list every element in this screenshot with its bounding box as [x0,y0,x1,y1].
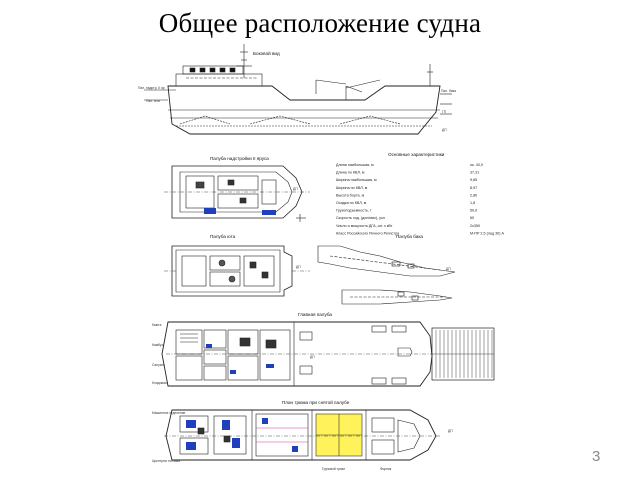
spec-value: 8,97 [470,186,477,190]
svg-text:Каюта: Каюта [152,323,162,327]
spec-name: Класс Российского Речного Регистра [336,231,400,235]
svg-text:ГП: ГП [442,110,447,114]
spec-value: 1,8 [470,201,475,205]
svg-text:Пал. бака: Пал. бака [441,89,456,93]
spec-name: Длина наибольшая, м [336,163,374,167]
spec-name: Осадка по КВЛ, м [336,201,367,205]
bridge-deck-plan: Палуба надстройки II яруса ДП [164,155,310,222]
svg-text:ДП: ДП [446,267,451,271]
dp-mark: ДП [442,128,447,132]
upper-deck-plan: Палуба юта ДП [164,234,310,297]
side-view: Боковой вид [138,44,456,135]
svg-text:Пал. надстр. II яр: Пал. надстр. II яр [138,86,165,90]
svg-text:Камбуз: Камбуз [152,343,163,347]
ramp-grating [432,330,494,378]
spec-name: Длина по КВЛ, м [336,171,365,175]
svg-text:ДП: ДП [293,187,298,191]
slide-title: Общее расположение судна [158,8,482,38]
spec-name: Ширина по КВЛ, м [336,186,368,190]
spec-name: Ширина наибольшая, м [336,178,377,182]
spec-name: Скорость ход. (доп/мах), узл [336,216,385,220]
spec-value: 2,80 [470,193,477,197]
svg-text:Санузел: Санузел [152,363,165,367]
spec-name: Число и мощность ДГА, шт. х кВт [336,224,393,228]
main-deck-plan: Главная палуба ДП [152,312,495,387]
svg-text:ДП: ДП [448,429,453,433]
tank-deck-plan: Палуба бака ДП [317,234,456,305]
hold-plan-label: План трюма при снятой палубе [282,399,350,405]
upper-deck-label: Палуба юта [210,234,236,239]
spec-value: М-ПР 2,5 (лед 30) А [470,231,504,235]
side-view-label: Боковой вид [253,50,280,56]
svg-text:Цистерна топлива: Цистерна топлива [152,459,180,463]
page-number: 3 [592,448,601,465]
spec-name: Высота борта, м [336,193,365,197]
svg-text:Кладовая: Кладовая [152,381,167,385]
svg-text:Машинное отделение: Машинное отделение [152,411,186,415]
spec-name: Грузоподъемность, т [336,209,372,213]
bridge-deck-label: Палуба надстройки II яруса [210,155,269,161]
main-specifications: Основные характеристики Длина наибольшая… [336,152,504,235]
hold-plan: План трюма при снятой палубе ДП Машинное… [152,399,453,471]
main-deck-label: Главная палуба [298,312,332,317]
spec-value: 2х350 [470,224,480,228]
tank-deck-label: Палуба бака [396,234,423,239]
spec-value: 9,85 [470,178,477,182]
svg-text:Пал. юта: Пал. юта [146,99,160,103]
svg-text:Форпик: Форпик [380,467,392,471]
spec-value: ок. 43,0 [470,163,483,167]
specs-label: Основные характеристики [388,152,445,157]
svg-text:ДП: ДП [310,355,315,359]
svg-text:Грузовой трюм: Грузовой трюм [322,467,345,471]
spec-value: 37,31 [470,171,479,175]
spec-value: 50,0 [470,209,477,213]
spec-value: 60 [470,216,474,220]
svg-text:ДП: ДП [296,265,301,269]
